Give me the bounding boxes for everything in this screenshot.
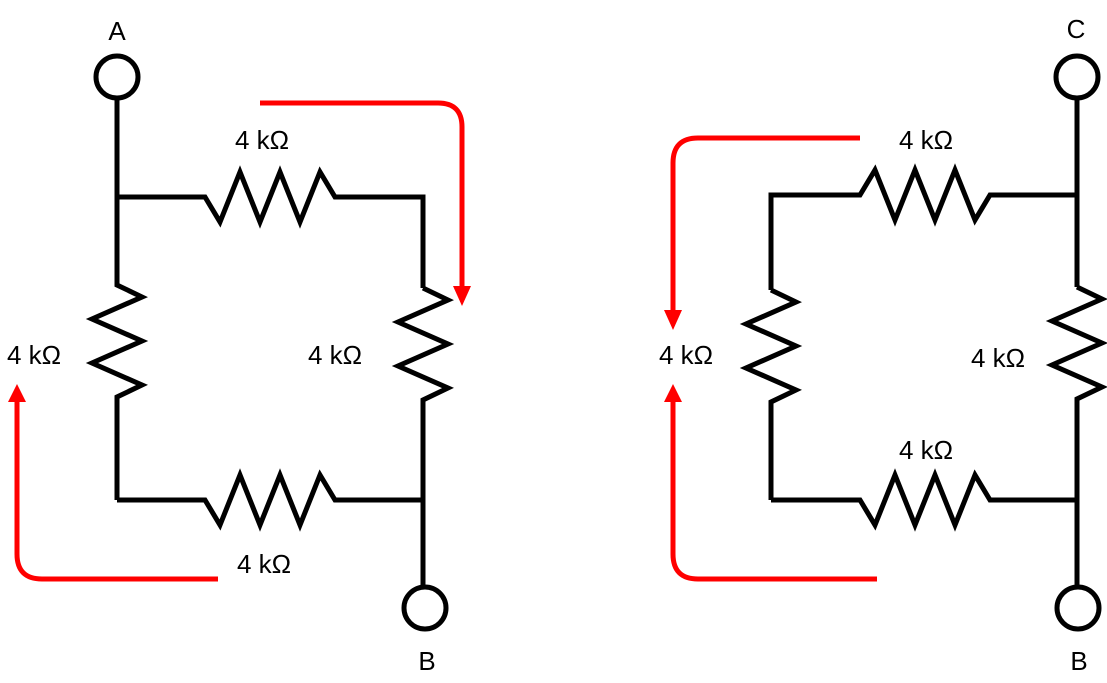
left-arrowhead-bottom [8,384,26,402]
left-terminal-b[interactable] [401,584,449,632]
left-label-terminal-b: B [418,646,435,676]
right-arrow-bottom [670,400,877,582]
left-resistor-left [85,197,149,500]
left-resistor-top [117,165,426,288]
right-label-resistor-bottom: 4 kΩ [899,435,953,465]
left-label-resistor-left: 4 kΩ [7,340,61,370]
right-arrowhead-bottom [664,384,682,402]
right-resistor-left [739,287,803,500]
right-resistor-top [768,163,1077,290]
left-resistor-bottom [117,468,423,532]
right-label-resistor-left: 4 kΩ [659,340,713,370]
right-label-resistor-right: 4 kΩ [971,343,1025,373]
left-label-terminal-a: A [108,16,126,46]
left-arrow-bottom [14,400,218,582]
right-circuit: C B 4 kΩ 4 kΩ 4 kΩ 4 kΩ [659,14,1107,676]
left-resistor-right [391,285,455,500]
left-label-resistor-bottom: 4 kΩ [237,549,291,579]
right-terminal-b[interactable] [1054,584,1102,632]
right-resistor-bottom [771,468,1077,532]
left-label-resistor-top: 4 kΩ [235,125,289,155]
right-label-resistor-top: 4 kΩ [899,125,953,155]
left-label-resistor-right: 4 kΩ [308,340,362,370]
right-label-terminal-b: B [1070,646,1087,676]
left-terminal-a[interactable] [93,53,141,101]
left-circuit: A B 4 kΩ 4 kΩ 4 kΩ 4 kΩ [7,16,471,676]
left-arrowhead-top [453,286,471,306]
left-arrow-top [260,100,465,288]
right-terminal-c[interactable] [1053,53,1101,101]
right-arrow-top [670,135,860,312]
right-resistor-right [1045,284,1107,586]
right-arrowhead-top [664,310,682,330]
right-label-terminal-c: C [1067,14,1086,44]
